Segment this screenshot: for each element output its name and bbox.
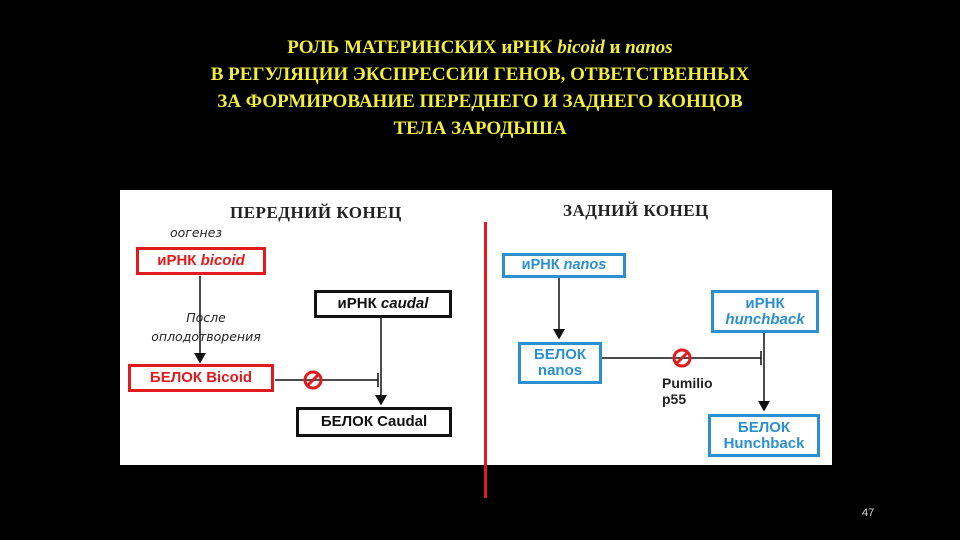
inhibition-icon-anterior — [303, 370, 323, 390]
mrna-nanos-box: иРНК nanos — [502, 253, 626, 278]
inhibition-icon-posterior — [672, 348, 692, 368]
after-fertilization-label: После оплодотворения — [151, 310, 261, 344]
anterior-end-header: ПЕРЕДНИЙ КОНЕЦ — [230, 203, 402, 222]
protein-hunchback-box: БЕЛОК Hunchback — [708, 414, 820, 457]
mrna-caudal-box: иРНК caudal — [314, 290, 452, 318]
slide-title: РОЛЬ МАТЕРИНСКИХ иРНК bicoid и nanos В Р… — [0, 34, 960, 142]
page-number: 47 — [862, 507, 875, 519]
title-line-4: ТЕЛА ЗАРОДЫША — [393, 118, 567, 139]
mrna-bicoid-box: иРНК bicoid — [136, 247, 266, 275]
pumilio-label: Pumilio p55 — [662, 375, 713, 407]
title-line-2: В РЕГУЛЯЦИИ ЭКСПРЕССИИ ГЕНОВ, ОТВЕТСТВЕН… — [210, 64, 750, 85]
oogenesis-label: оогенез — [170, 225, 223, 240]
title-line-1: РОЛЬ МАТЕРИНСКИХ иРНК bicoid и nanos — [287, 37, 673, 58]
protein-bicoid-box: БЕЛОК Bicoid — [128, 364, 274, 392]
posterior-end-header: ЗАДНИЙ КОНЕЦ — [563, 201, 709, 220]
protein-caudal-box: БЕЛОК Caudal — [296, 407, 452, 437]
protein-nanos-box: БЕЛОК nanos — [518, 342, 602, 384]
title-line-3: ЗА ФОРМИРОВАНИЕ ПЕРЕДНЕГО И ЗАДНЕГО КОНЦ… — [217, 91, 743, 112]
section-divider — [484, 222, 487, 498]
mrna-hunchback-box: иРНК hunchback — [711, 290, 819, 333]
